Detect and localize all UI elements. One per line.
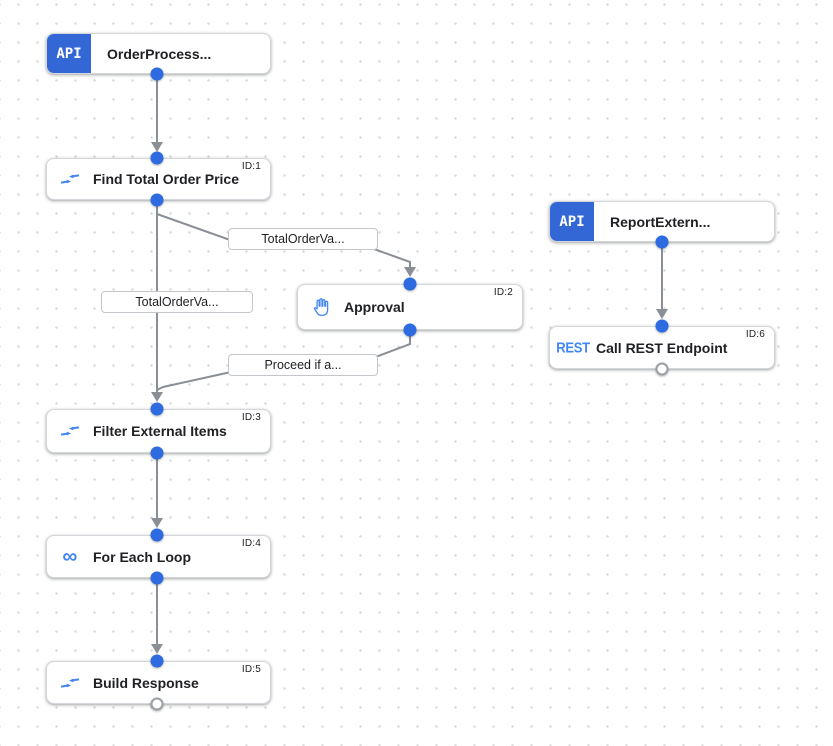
edge-label-proceed-if[interactable]: Proceed if a... — [228, 354, 378, 376]
api-trigger-icon: API — [550, 202, 594, 241]
arrowhead — [151, 518, 163, 528]
node-id-label: ID:3 — [241, 412, 261, 423]
node-report-extern-trigger[interactable]: API ReportExtern... — [549, 201, 775, 242]
connection-point[interactable] — [150, 151, 164, 165]
data-mapping-icon — [47, 421, 93, 441]
node-title: Approval — [344, 299, 405, 315]
connection-point[interactable] — [655, 319, 669, 333]
flow-end-point[interactable] — [655, 362, 669, 376]
edge-label-total-order-to-filter[interactable]: TotalOrderVa... — [101, 291, 253, 313]
node-id-label: ID:5 — [241, 664, 261, 675]
node-call-rest-endpoint[interactable]: ID:6 REST Call REST Endpoint — [549, 326, 775, 369]
node-title: Build Response — [93, 674, 199, 691]
connection-point[interactable] — [150, 528, 164, 542]
connection-point[interactable] — [403, 277, 417, 291]
node-approval[interactable]: ID:2 Approval — [297, 284, 523, 330]
node-id-label: ID:6 — [745, 329, 765, 340]
api-trigger-icon: API — [47, 34, 91, 73]
connection-point[interactable] — [150, 571, 164, 585]
node-id-label: ID:4 — [241, 538, 261, 549]
flow-end-point[interactable] — [150, 697, 164, 711]
node-order-process-trigger[interactable]: API OrderProcess... — [46, 33, 271, 74]
connection-point[interactable] — [150, 67, 164, 81]
arrowhead — [151, 142, 163, 152]
connection-point[interactable] — [150, 193, 164, 207]
node-build-response[interactable]: ID:5 Build Response — [46, 661, 271, 704]
node-title: ReportExtern... — [610, 213, 711, 230]
infinity-loop-icon: ∞ — [62, 544, 78, 568]
node-id-label: ID:2 — [493, 287, 513, 298]
data-mapping-icon — [47, 673, 93, 693]
arrowhead — [404, 267, 416, 277]
node-filter-external-items[interactable]: ID:3 Filter External Items — [46, 409, 271, 453]
arrowhead — [151, 644, 163, 654]
rest-task-icon: REST — [556, 339, 590, 356]
node-title: Filter External Items — [93, 423, 227, 439]
connection-point[interactable] — [655, 235, 669, 249]
connection-point[interactable] — [150, 402, 164, 416]
connection-point[interactable] — [150, 654, 164, 668]
node-title: Call REST Endpoint — [596, 339, 728, 356]
connection-point[interactable] — [150, 446, 164, 460]
arrowhead — [151, 392, 163, 402]
approval-hand-icon — [298, 297, 344, 318]
edge-label-total-order-to-approval[interactable]: TotalOrderVa... — [228, 228, 378, 250]
node-id-label: ID:1 — [241, 161, 261, 172]
data-mapping-icon — [47, 169, 93, 189]
connection-point[interactable] — [403, 323, 417, 337]
node-title: For Each Loop — [93, 548, 191, 565]
arrowhead — [656, 309, 668, 319]
node-title: Find Total Order Price — [93, 171, 239, 187]
node-title: OrderProcess... — [107, 45, 212, 62]
